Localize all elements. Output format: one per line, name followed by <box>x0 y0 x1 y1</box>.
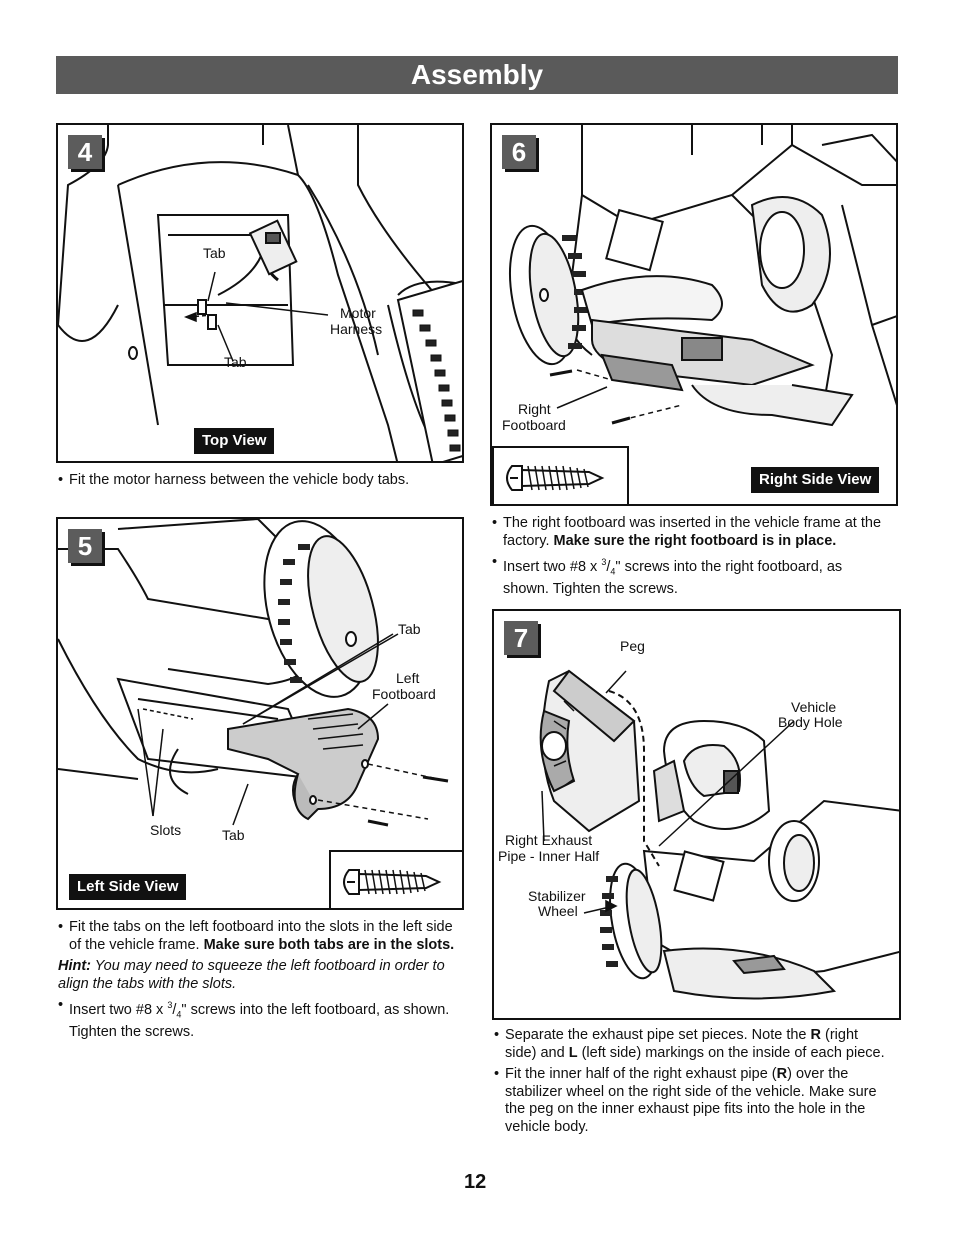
callout-left: Left <box>396 670 420 686</box>
step-number: 5 <box>68 529 102 563</box>
step-7-illustration: 7 Peg Vehicle Body Hole Right Exhaust Pi… <box>492 609 901 1020</box>
step-number: 7 <box>504 621 538 655</box>
step-7-instructions: Separate the exhaust pipe set pieces. No… <box>494 1027 889 1140</box>
step-5-illustration: 5 Tab Left Footboard Slots Tab Left Side… <box>56 517 464 910</box>
step-5-drawing <box>58 519 449 827</box>
instruction-item: Separate the exhaust pipe set pieces. No… <box>494 1027 889 1062</box>
step-4-drawing <box>58 125 462 461</box>
step-number: 6 <box>502 135 536 169</box>
step-4-instructions: Fit the motor harness between the vehicl… <box>58 472 458 494</box>
view-label: Top View <box>194 428 275 454</box>
step-6-instructions: The right footboard was inserted in the … <box>492 515 892 603</box>
step-4-illustration: 4 Tab Tab Motor Harness Top View <box>56 123 464 463</box>
hint-text: Hint: You may need to squeeze the left f… <box>58 958 445 992</box>
callout-pipe-inner-half: Pipe - Inner Half <box>498 848 600 864</box>
screw-detail <box>492 446 629 504</box>
step-6-drawing <box>509 125 896 427</box>
callout-tab: Tab <box>203 245 226 261</box>
callout-footboard: Footboard <box>502 417 566 433</box>
instruction-item: Insert two #8 x 3/4" screws into the rig… <box>492 554 892 599</box>
callout-body-hole: Body Hole <box>778 714 843 730</box>
callout-wheel: Wheel <box>538 903 578 919</box>
callout-harness: Harness <box>330 321 383 337</box>
step-number: 4 <box>68 135 102 169</box>
instruction-item: Insert two #8 x 3/4" screws into the lef… <box>58 997 463 1042</box>
screw-detail <box>329 850 462 908</box>
callout-tab: Tab <box>222 827 245 843</box>
callout-tab: Tab <box>224 354 247 370</box>
callout-motor: Motor <box>340 305 376 321</box>
instruction-item: The right footboard was inserted in the … <box>492 515 892 550</box>
screw-icon <box>506 465 605 491</box>
callout-slots: Slots <box>150 822 182 838</box>
instruction-item: Fit the motor harness between the vehicl… <box>58 472 458 490</box>
step-5-instructions: Fit the tabs on the left footboard into … <box>58 919 463 1046</box>
callout-right-exhaust: Right Exhaust <box>505 832 593 848</box>
callout-peg: Peg <box>620 638 645 654</box>
page-title: Assembly <box>56 56 898 94</box>
view-label: Right Side View <box>751 467 880 493</box>
step-7-drawing <box>539 669 899 1000</box>
callout-vehicle: Vehicle <box>791 699 837 715</box>
callout-tab: Tab <box>398 621 421 637</box>
step-6-illustration: 6 Right Footboard Right Side View <box>490 123 898 506</box>
callout-footboard: Footboard <box>372 686 436 702</box>
page-number: 12 <box>464 1171 487 1193</box>
screw-icon <box>343 869 442 895</box>
instruction-item: Fit the tabs on the left footboard into … <box>58 919 463 954</box>
view-label: Left Side View <box>69 874 187 900</box>
callout-right: Right <box>518 401 551 417</box>
instruction-item: Fit the inner half of the right exhaust … <box>494 1066 889 1136</box>
callout-stabilizer: Stabilizer <box>528 888 586 904</box>
